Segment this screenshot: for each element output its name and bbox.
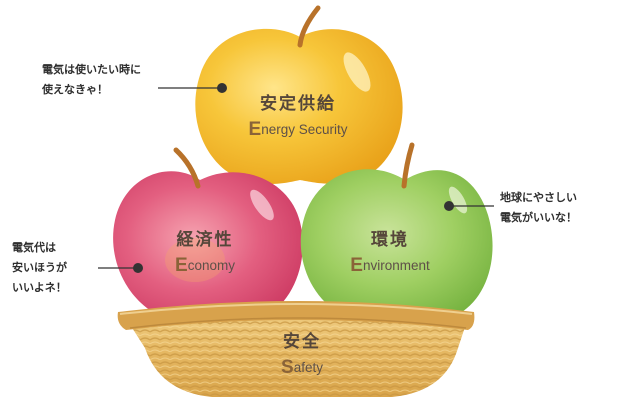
safety-label: 安全 Safety — [252, 332, 352, 378]
safety-title: 安全 — [283, 332, 321, 352]
safety-english: Safety — [252, 358, 352, 377]
callout-dot-environment — [444, 201, 454, 211]
callout-energy-security: 電気は使いたい時に 使えなきゃ！ — [42, 60, 141, 100]
callout-energy-line1: 電気は使いたい時に — [42, 63, 141, 76]
environment-rest: nvironment — [362, 258, 430, 273]
yellow-apple — [195, 5, 403, 184]
callout-connectors — [98, 83, 494, 273]
energy-security-rest: nergy Security — [261, 122, 348, 137]
basket — [117, 301, 475, 397]
economy-label: 経済性 Economy — [150, 230, 260, 276]
callout-energy-line2: 使えなきゃ！ — [42, 83, 108, 96]
pink-apple — [113, 147, 303, 321]
callout-economy-line3: いいよネ！ — [12, 281, 67, 294]
callout-dot-energy — [217, 83, 227, 93]
economy-initial: E — [175, 255, 188, 276]
callout-economy-line1: 電気代は — [12, 241, 56, 254]
safety-initial: S — [281, 357, 294, 378]
safety-rest: afety — [293, 360, 323, 375]
energy-security-initial: E — [248, 119, 262, 140]
economy-english: Economy — [150, 256, 260, 275]
callout-environment: 地球にやさしい 電気がいいな！ — [500, 188, 577, 228]
energy-security-english: Energy Security — [228, 120, 368, 139]
environment-title: 環境 — [371, 230, 409, 250]
economy-title: 経済性 — [176, 230, 234, 250]
callout-dot-economy — [133, 263, 143, 273]
callout-economy-line2: 安いほうが — [12, 261, 67, 274]
callout-environment-line1: 地球にやさしい — [500, 191, 577, 204]
environment-english: Environment — [330, 256, 450, 275]
callout-economy: 電気代は 安いほうが いいよネ！ — [12, 238, 67, 298]
callout-environment-line2: 電気がいいな！ — [500, 211, 577, 224]
environment-initial: E — [350, 255, 363, 276]
energy-security-label: 安定供給 Energy Security — [228, 94, 368, 140]
energy-security-title: 安定供給 — [260, 94, 336, 114]
economy-rest: conomy — [187, 258, 235, 273]
environment-label: 環境 Environment — [330, 230, 450, 276]
